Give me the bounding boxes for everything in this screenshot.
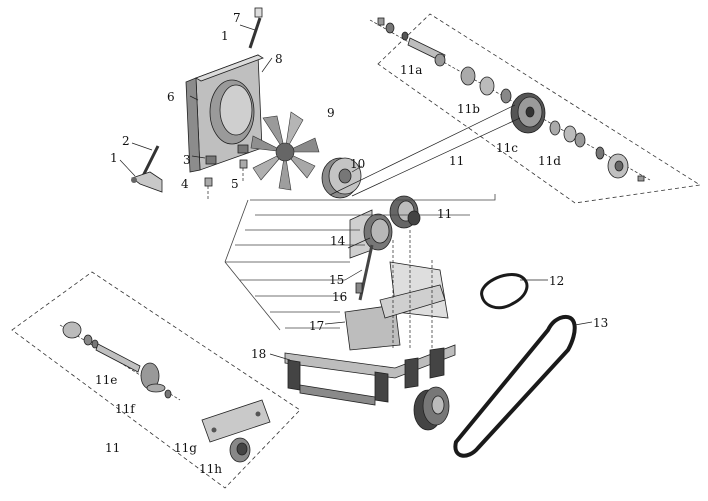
- bolt-set: [204, 159, 248, 200]
- callout-13: 13: [593, 316, 608, 330]
- callout-4: 4: [181, 177, 189, 191]
- callout-11d: 11d: [538, 154, 561, 168]
- group-boundary-top-right: [377, 13, 702, 204]
- callout-15: 15: [329, 273, 344, 287]
- callout-11-upper: 11: [449, 154, 464, 168]
- callout-11f: 11f: [115, 402, 136, 416]
- callout-labels: 1 1 2 3 4 5 6 7 8 9 10 11 11 11 11a 11b …: [95, 11, 608, 476]
- support-strut-upper: [248, 7, 263, 49]
- group-boundary-bottom-left: [11, 271, 301, 489]
- callout-11c: 11c: [496, 141, 518, 155]
- callout-12: 12: [549, 274, 564, 288]
- callout-14: 14: [330, 234, 346, 248]
- lower-pulley: [413, 386, 450, 431]
- crank-pulley: [321, 157, 362, 199]
- callout-1-lower: 1: [110, 151, 118, 165]
- callout-1-upper: 1: [221, 29, 229, 43]
- small-drive-belt: [480, 273, 529, 310]
- callout-11a: 11a: [400, 63, 422, 77]
- callout-11b: 11b: [457, 102, 480, 116]
- shaft-group-upper: [369, 17, 651, 182]
- tensioner-assembly: [344, 195, 449, 351]
- fan-blade-assembly: [250, 111, 320, 191]
- callout-11-center: 11: [437, 207, 452, 221]
- callout-17: 17: [309, 319, 324, 333]
- callout-2: 2: [122, 134, 130, 148]
- support-bracket-left: [131, 145, 163, 193]
- radiator-assembly: [185, 54, 264, 173]
- callout-7: 7: [233, 11, 241, 25]
- callout-16: 16: [332, 290, 347, 304]
- shaft-group-lower: [59, 321, 271, 463]
- callout-11g: 11g: [174, 441, 197, 455]
- callout-11e: 11e: [95, 373, 117, 387]
- main-drive-belt: [453, 314, 577, 458]
- callout-9: 9: [327, 106, 335, 120]
- base-frame: [284, 344, 456, 406]
- callout-10: 10: [350, 157, 365, 171]
- leader-lines: [119, 24, 593, 361]
- callout-8: 8: [275, 52, 283, 66]
- callout-5: 5: [231, 177, 239, 191]
- callout-6: 6: [167, 90, 175, 104]
- callout-3: 3: [183, 153, 191, 167]
- callout-11h: 11h: [199, 462, 222, 476]
- callout-11-lower: 11: [105, 441, 120, 455]
- callout-18: 18: [251, 347, 266, 361]
- direction-chevrons: [224, 194, 496, 331]
